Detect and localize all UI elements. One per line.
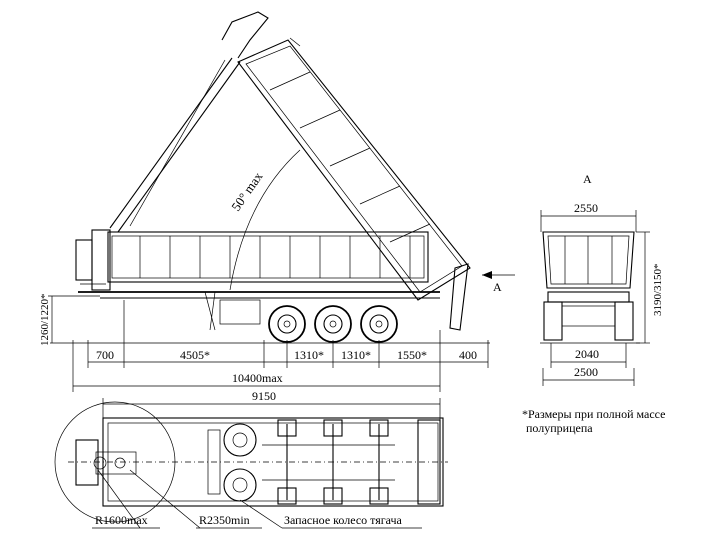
dim-height-label: 1260/1220* [39,293,51,346]
rear-width-bottom-label: 2500 [574,365,598,379]
rear-width-top-label: 2550 [574,201,598,215]
tilt-angle-arc [229,149,301,291]
dim-1550-label: 1550* [397,348,427,362]
footnote: *Размеры при полной массе полуприцепа [522,407,697,435]
side-view: 50° max A 1260/1220* 700 4505* 1310* [39,11,515,392]
footnote-line-2: полуприцепа [526,421,593,435]
chassis-frame [78,291,440,331]
hydraulic-cylinder [109,57,241,233]
radius-r2-label: R2350min [199,513,250,527]
front-headboard [75,229,111,291]
dim-700-label: 700 [96,348,114,362]
plan-axle-2 [323,419,343,505]
dim-1310b-label: 1310* [341,348,371,362]
rear-view: A 2550 3190/3150* 2040 2500 [540,172,664,386]
spare-wheel-label: Запасное колесо тягача [284,513,403,527]
raised-body [221,11,471,331]
rear-height-label: 3190/3150* [652,263,664,316]
wheel-1 [268,305,306,343]
plan-axle-3 [369,419,389,505]
section-arrow-label: A [493,280,502,294]
rear-track-label: 2040 [575,347,599,361]
lowered-body [107,231,429,283]
footnote-line-1: *Размеры при полной массе [522,407,666,421]
wheel-3 [360,305,398,343]
section-arrow-a: A [482,271,515,294]
plan-length-label: 9150 [252,389,276,403]
dim-height: 1260/1220* [39,293,100,346]
plan-view: 9150 [54,389,448,529]
dim-total-label: 10400max [232,371,283,385]
dim-400-label: 400 [459,348,477,362]
dim-1310a-label: 1310* [294,348,324,362]
radius-r1-label: R1600max [95,513,148,527]
dim-total-length: 10400max [72,340,441,392]
rear-view-title: A [583,172,592,186]
plan-axle-1 [277,419,297,505]
dim-row-1: 700 4505* 1310* 1310* 1550* 400 [87,300,489,368]
wheel-2 [314,305,352,343]
dim-4505-label: 4505* [180,348,210,362]
tilt-angle-label: 50° max [228,169,266,214]
